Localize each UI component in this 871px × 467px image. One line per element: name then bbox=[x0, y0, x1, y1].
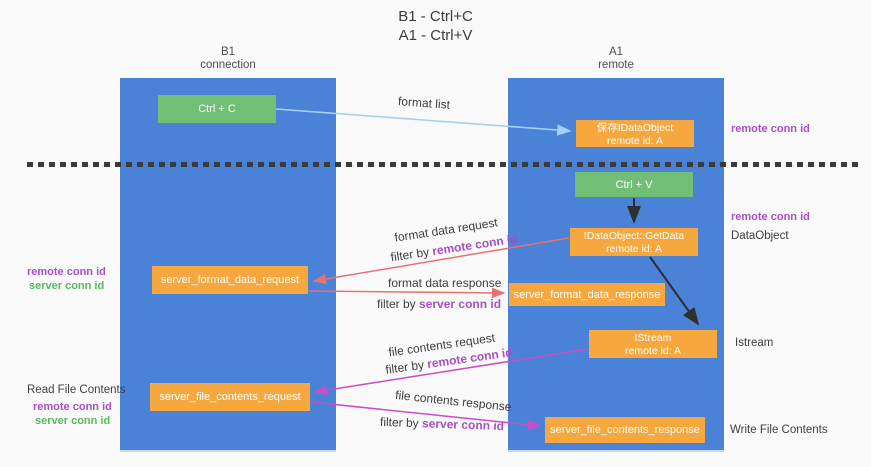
server-conn-id-text: server conn id bbox=[421, 416, 505, 434]
a1-subtitle: remote bbox=[598, 59, 634, 71]
format-data-response-label: format data response bbox=[388, 276, 502, 290]
read-file-contents-annotation: Read File Contents bbox=[27, 384, 126, 396]
format-data-response-filter-label: filter by server conn id bbox=[377, 297, 501, 311]
server-conn-id-annotation-left-format: server conn id bbox=[29, 280, 105, 292]
file-contents-response-filter-label: filter by server conn id bbox=[380, 415, 504, 433]
server-conn-id-text: server conn id bbox=[419, 297, 502, 311]
getdata-line1: IDataObject::GetData bbox=[583, 230, 685, 242]
server-format-data-response-label: server_format_data_response bbox=[513, 288, 661, 301]
filter-by-text: filter by bbox=[384, 357, 425, 377]
getdata-node: IDataObject::GetData remote id: A bbox=[570, 228, 698, 256]
remote-conn-id-annotation-mid: remote conn id bbox=[731, 211, 810, 223]
save-dataobject-node: 保存IDataObject remote id: A bbox=[576, 120, 694, 147]
a1-column-header: A1 remote bbox=[508, 46, 724, 72]
istream-node: IStream remote id: A bbox=[589, 330, 717, 358]
ctrl-v-label: Ctrl + V bbox=[615, 178, 653, 191]
save-dataobject-line1: 保存IDataObject bbox=[596, 122, 674, 134]
remote-conn-id-annotation-left-format: remote conn id bbox=[27, 266, 106, 278]
filter-by-text: filter by bbox=[379, 414, 419, 431]
server-format-data-response-node: server_format_data_response bbox=[509, 283, 665, 306]
ctrl-c-label: Ctrl + C bbox=[198, 103, 236, 115]
save-dataobject-line2: remote id: A bbox=[606, 135, 664, 147]
istream-line2: remote id: A bbox=[624, 345, 682, 357]
format-list-label: format list bbox=[397, 94, 451, 112]
server-file-contents-response-node: server_file_contents_response bbox=[545, 417, 705, 443]
file-contents-response-label: file contents response bbox=[394, 387, 513, 415]
title-line-2: A1 - Ctrl+V bbox=[398, 27, 473, 44]
getdata-line2: remote id: A bbox=[605, 243, 663, 255]
server-format-data-request-label: server_format_data_request bbox=[160, 274, 300, 286]
phase-separator-dashed-line bbox=[27, 162, 860, 167]
a1-name: A1 bbox=[608, 46, 624, 58]
server-file-contents-response-label: server_file_contents_response bbox=[550, 424, 700, 436]
server-file-contents-request-node: server_file_contents_request bbox=[150, 383, 310, 411]
title-line-1: B1 - Ctrl+C bbox=[398, 8, 473, 25]
b1-name: B1 bbox=[220, 46, 236, 58]
remote-conn-id-annotation-top: remote conn id bbox=[731, 123, 810, 135]
istream-line1: IStream bbox=[634, 332, 672, 344]
b1-subtitle: connection bbox=[200, 59, 256, 71]
write-file-contents-annotation: Write File Contents bbox=[730, 424, 828, 436]
b1-column-header: B1 connection bbox=[120, 46, 336, 72]
format-data-response-arrow bbox=[308, 287, 506, 299]
filter-by-text: filter by bbox=[377, 297, 416, 311]
istream-annotation: Istream bbox=[735, 337, 774, 349]
server-conn-id-annotation-left-file: server conn id bbox=[35, 415, 111, 427]
ctrl-v-node: Ctrl + V bbox=[575, 172, 693, 197]
diagram-title: B1 - Ctrl+C A1 - Ctrl+V bbox=[0, 7, 871, 45]
remote-conn-id-annotation-left-file: remote conn id bbox=[33, 401, 112, 413]
dataobject-annotation: DataObject bbox=[731, 230, 789, 242]
filter-by-text: filter by bbox=[389, 244, 431, 265]
server-format-data-request-node: server_format_data_request bbox=[152, 266, 308, 294]
ctrl-c-node: Ctrl + C bbox=[158, 95, 276, 123]
server-file-contents-request-label: server_file_contents_request bbox=[159, 391, 301, 403]
